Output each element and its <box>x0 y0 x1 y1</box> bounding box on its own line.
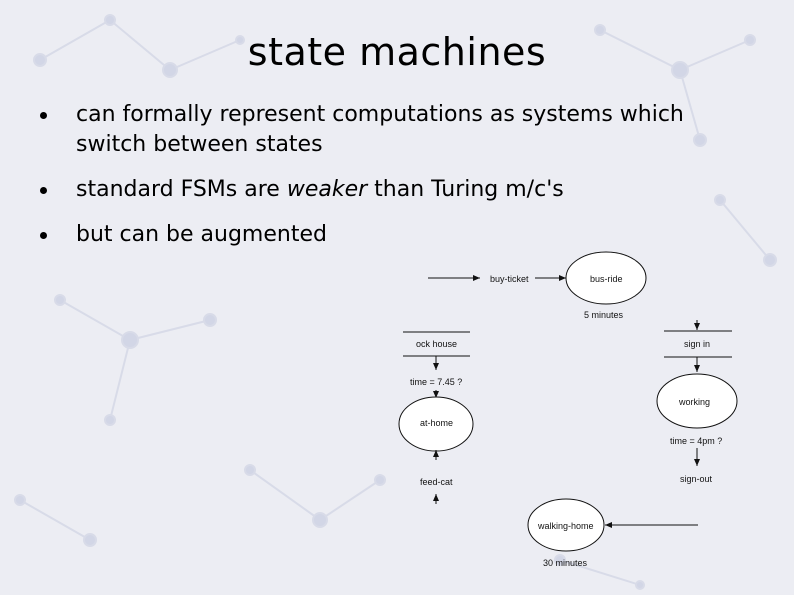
label-sign-in: sign in <box>684 339 710 349</box>
label-feed-cat: feed-cat <box>420 477 453 487</box>
bullet-item: standard FSMs are weaker than Turing m/c… <box>40 175 760 205</box>
label-bus-ride: bus-ride <box>590 274 623 284</box>
state-bus-ride <box>565 251 647 305</box>
bullet-text: can formally represent computations as s… <box>76 102 684 157</box>
state-walking-home <box>527 498 605 552</box>
bullet-item: can formally represent computations as s… <box>40 100 760 160</box>
bullet-text-suffix: than Turing m/c's <box>367 177 564 202</box>
label-time-745: time = 7.45 ? <box>410 377 462 387</box>
bullet-text-prefix: standard FSMs are <box>76 177 287 202</box>
bullet-text: but can be augmented <box>76 222 327 247</box>
bullet-emphasis: weaker <box>286 177 368 202</box>
bullet-item: but can be augmented <box>40 220 760 250</box>
bullet-icon <box>40 187 47 194</box>
label-walking-home: walking-home <box>537 521 594 531</box>
bullet-list: can formally represent computations as s… <box>40 100 760 265</box>
label-5-minutes: 5 minutes <box>584 310 624 320</box>
bullet-icon <box>40 112 47 119</box>
label-buy-ticket: buy-ticket <box>490 274 529 284</box>
label-sign-out: sign-out <box>680 474 713 484</box>
bullet-icon <box>40 232 47 239</box>
label-at-home: at-home <box>420 418 453 428</box>
state-working <box>656 373 738 429</box>
label-working: working <box>678 397 710 407</box>
label-lock-house: ock house <box>416 339 457 349</box>
slide-title: state machines <box>247 30 547 74</box>
label-30-minutes: 30 minutes <box>543 558 588 568</box>
label-time-4pm: time = 4pm ? <box>670 436 722 446</box>
